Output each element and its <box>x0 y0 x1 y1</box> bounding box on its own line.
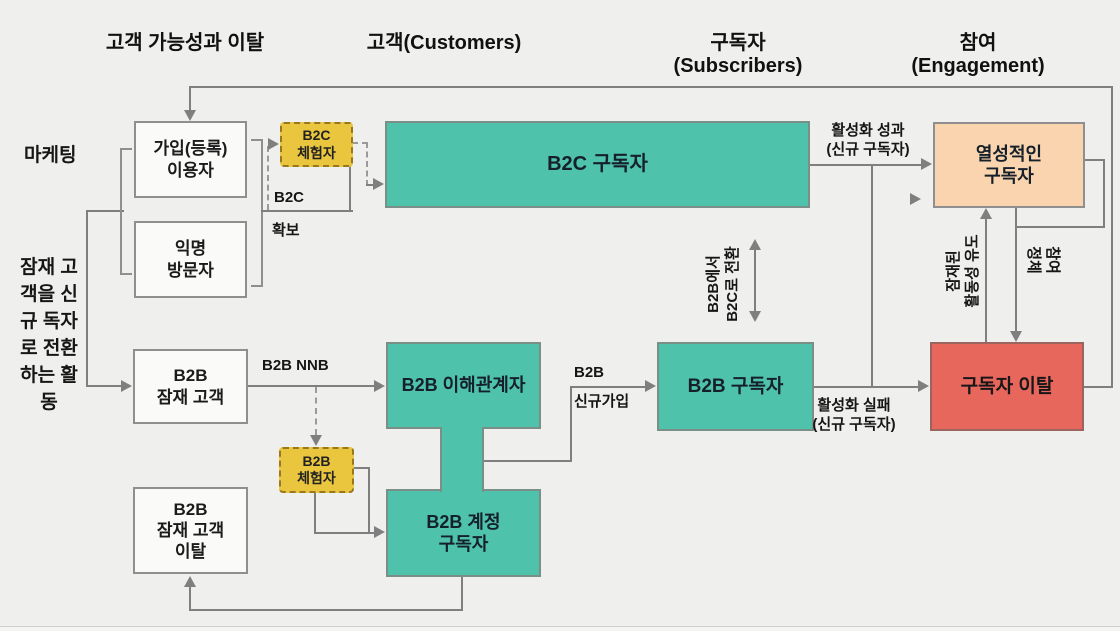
arrowhead-conversion-down <box>749 311 761 322</box>
edge-b2b-signup <box>570 386 647 388</box>
label-latent-activity: 잠재된 활동성 유도 <box>945 234 981 308</box>
edge-b2c-trial-dash-out-v <box>366 142 368 186</box>
arrowhead-into-account-subs <box>374 526 385 538</box>
label-activation-success: 활성화 성과 (신규 구독자) <box>826 122 910 158</box>
edge-marketing-h <box>86 210 124 212</box>
edge-into-b2c-subs <box>366 184 376 186</box>
edge-engaged-loop-v <box>1103 159 1105 228</box>
edge-feedback-top <box>189 86 1113 88</box>
edge-b2b-trial-bottom-v <box>314 492 316 534</box>
node-b2c-trial: B2C 체험자 <box>280 122 353 167</box>
arrowhead-into-stakeholders <box>374 380 385 392</box>
edge-engaged-loop-h1 <box>1084 159 1105 161</box>
edge-marketing-h2 <box>86 385 123 387</box>
edge-b2c-trial-dash-in <box>267 146 269 210</box>
edge-engaged-loop-h2 <box>1016 226 1105 228</box>
label-engagement-stagnation: 참여 정체 <box>1025 246 1061 274</box>
edge-account-out-v <box>570 386 572 462</box>
edge-feedback-right <box>1111 86 1113 388</box>
edge-feedback-drop <box>189 86 191 112</box>
label-b2b-signup-bottom: 신규가입 <box>574 393 630 410</box>
arrowhead-into-signup <box>184 110 196 121</box>
node-engaged-subscribers: 열성적인 구독자 <box>933 122 1085 208</box>
arrowhead-up-into-engaged <box>980 208 992 219</box>
label-left-note: 잠재 고 객을 신 규 독자 로 전환 하는 활 동 <box>20 257 78 413</box>
node-anonymous-visitors: 익명 방문자 <box>134 221 247 298</box>
node-subscriber-churn: 구독자 이탈 <box>930 342 1084 431</box>
edge-bottom-fb-v2 <box>189 585 191 611</box>
edge-b2c-acq-h <box>261 210 353 212</box>
edge-b2b-trial-dash-in <box>315 387 317 435</box>
header-subscribers: 구독자(Subscribers) <box>673 32 803 77</box>
label-activation-failure: 활성화 실패 (신규 구독자) <box>812 397 896 433</box>
edge-bottom-fb-h <box>189 609 463 611</box>
edge-churn-out <box>1083 386 1113 388</box>
edge-b2c-trial-dash-out-h <box>352 142 368 144</box>
arrowhead-down-into-churn <box>1010 331 1022 342</box>
edge-b2b-trial-bottom-h <box>314 532 376 534</box>
arrowhead-into-engaged <box>921 158 932 170</box>
label-b2c-acq-bottom: 확보 <box>272 222 300 239</box>
node-b2b-prospect-churn: B2B 잠재 고객 이탈 <box>133 487 248 574</box>
edge-b2b-trial-out-v <box>368 467 370 534</box>
arrowhead-into-b2b-trial <box>310 435 322 446</box>
connector-stakeholder-account <box>440 427 484 492</box>
bracket-right <box>251 139 263 287</box>
node-b2b-account-subscribers: B2B 계정 구독자 <box>386 489 541 577</box>
arrowhead-stray <box>910 193 921 205</box>
node-b2b-prospects: B2B 잠재 고객 <box>133 349 248 424</box>
edge-conversion-shaft <box>754 247 756 315</box>
header-customers: 고객(Customers) <box>366 32 522 54</box>
label-b2b-to-b2c: B2B에서 B2C로 전환 <box>705 246 741 322</box>
header-funnel-left: 고객 가능성과 이탈 <box>105 32 265 54</box>
node-signup-users: 가입(등록) 이용자 <box>134 121 247 198</box>
node-b2b-stakeholders: B2B 이해관계자 <box>386 342 541 429</box>
edge-latent-activity <box>985 216 987 343</box>
node-b2c-subscribers: B2C 구독자 <box>385 121 810 208</box>
node-b2b-trial: B2B 체험자 <box>279 447 354 493</box>
edge-bottom-fb-v1 <box>461 575 463 611</box>
edge-marketing-v <box>86 210 88 387</box>
edge-activation-failure <box>813 386 920 388</box>
bottom-strip <box>0 627 1120 631</box>
edge-b2b-nnb <box>247 385 375 387</box>
node-b2b-subscribers: B2B 구독자 <box>657 342 814 431</box>
arrowhead-conversion-up <box>749 239 761 250</box>
bottom-divider <box>0 626 1120 627</box>
edge-account-out-h <box>483 460 572 462</box>
edge-stagnation <box>1015 207 1017 333</box>
edge-b2c-fail-branch <box>871 164 873 388</box>
label-b2c-acq-top: B2C <box>274 189 305 206</box>
arrowhead-into-b2b-subscribers <box>645 380 656 392</box>
arrowhead-into-b2c-trial <box>268 138 279 150</box>
edge-b2b-trial-out-h <box>353 467 370 469</box>
label-b2b-nnb: B2B NNB <box>262 357 329 374</box>
edge-b2c-acq-v <box>349 166 351 212</box>
edge-activation-success <box>810 164 923 166</box>
label-b2b-signup-top: B2B <box>574 364 605 381</box>
arrowhead-into-prospect-churn <box>184 576 196 587</box>
arrowhead-into-b2b-prospects <box>121 380 132 392</box>
arrowhead-into-b2c-subscribers <box>373 178 384 190</box>
arrowhead-into-churn <box>918 380 929 392</box>
bracket-left <box>120 148 132 275</box>
header-engagement: 참여(Engagement) <box>911 32 1045 77</box>
label-marketing: 마케팅 <box>24 145 77 166</box>
